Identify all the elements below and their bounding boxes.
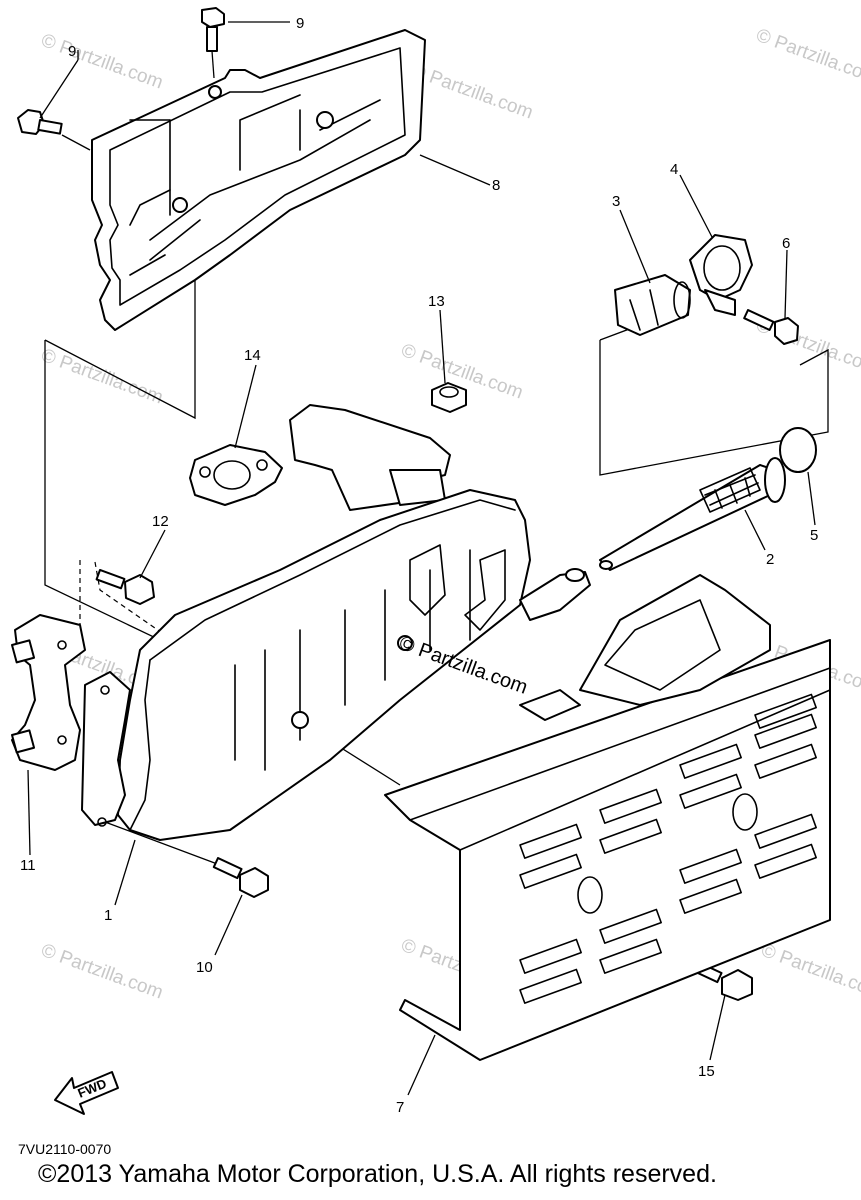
watermark-text: © Partzilla.com xyxy=(758,940,861,1004)
callout-12: 12 xyxy=(152,513,169,530)
nut xyxy=(431,382,467,413)
bolt-12 xyxy=(95,569,155,605)
callout-10: 10 xyxy=(196,959,213,976)
cover-vents xyxy=(519,693,817,1004)
heat-protector-top xyxy=(91,29,426,331)
watermark-text: © Partzilla.com xyxy=(408,60,535,124)
callout-13: 13 xyxy=(428,293,445,310)
watermark-text: © Partzilla.com xyxy=(38,345,165,409)
callout-2: 2 xyxy=(766,551,774,568)
callout-5: 5 xyxy=(810,527,818,544)
muffler xyxy=(117,404,591,841)
spark-arrester-cap xyxy=(779,427,817,473)
watermark-text: © Partzilla.com xyxy=(753,25,861,89)
gasket xyxy=(189,444,283,506)
callout-9: 9 xyxy=(296,15,304,32)
bolt-10 xyxy=(212,856,269,898)
bush xyxy=(614,274,691,336)
callout-11: 11 xyxy=(20,857,36,874)
callout-7: 7 xyxy=(396,1099,404,1116)
bracket xyxy=(10,614,86,771)
bolt-9-left xyxy=(17,109,91,151)
callout-3: 3 xyxy=(612,193,620,210)
bracket-plate xyxy=(81,671,131,827)
muffler-cover xyxy=(384,574,831,1061)
callout-15: 15 xyxy=(698,1063,715,1080)
callout-8: 8 xyxy=(492,177,500,194)
callout-labels: 9 9 8 3 4 6 13 14 12 5 2 11 1 10 15 7 xyxy=(20,15,818,1116)
callout-6: 6 xyxy=(782,235,790,252)
fwd-arrow-icon: FWD xyxy=(54,1071,119,1115)
clamp xyxy=(689,234,753,316)
bolt-9-top xyxy=(201,7,225,79)
diagram-code: 7VU2110-0070 xyxy=(18,1141,112,1157)
spark-arrester xyxy=(599,457,786,571)
callout-14: 14 xyxy=(244,347,261,364)
callout-9: 9 xyxy=(68,43,76,60)
callout-4: 4 xyxy=(670,161,678,178)
callout-leaders xyxy=(27,21,816,1096)
watermark-text: © Partzilla.com xyxy=(38,30,165,94)
screw-6 xyxy=(743,309,799,345)
callout-1: 1 xyxy=(104,907,112,924)
watermark-text: © Partzilla.com xyxy=(38,940,165,1004)
copyright-notice: ©2013 Yamaha Motor Corporation, U.S.A. A… xyxy=(38,1160,717,1188)
